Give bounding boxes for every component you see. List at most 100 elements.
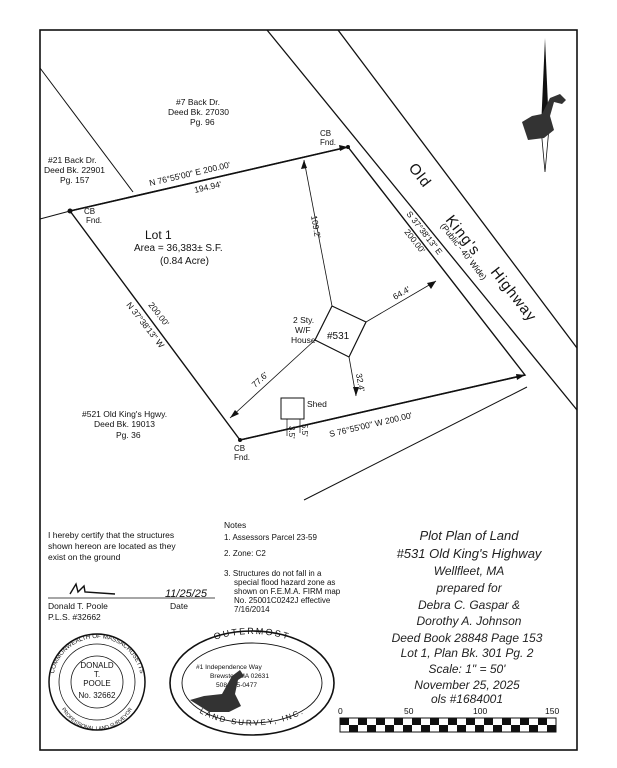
title-line-7: Deed Book 28848 Page 153: [392, 631, 543, 645]
lot-area: Area = 36,383± S.F.: [134, 243, 223, 254]
scale-bar-block: [493, 725, 502, 732]
title-line-6: Dorothy A. Johnson: [417, 614, 522, 628]
title-line-11: ols #1684001: [431, 692, 503, 706]
abutter-north-2: Deed Bk. 27030: [168, 107, 229, 117]
cert-date-label: Date: [170, 601, 188, 611]
abutter-nw-3: Pg. 157: [60, 175, 90, 185]
bound-marker-s: [238, 438, 242, 442]
lot-line-south: [239, 374, 526, 441]
seal-name-3: POOLE: [83, 679, 111, 688]
cert-line-1: I hereby certify that the structures: [48, 530, 174, 540]
arrowhead: [516, 374, 525, 380]
seal-number: No. 32662: [79, 691, 116, 700]
arrowhead: [353, 387, 359, 396]
company-address-1: #1 Independence Way: [196, 664, 262, 671]
title-line-8: Lot 1, Plan Bk. 301 Pg. 2: [401, 646, 534, 660]
abutter-line-west: [39, 210, 71, 220]
scale-bar-block: [376, 718, 385, 725]
title-line-5: Debra C. Gaspar &: [418, 598, 520, 612]
arrowhead: [301, 160, 307, 169]
lot-line-north: [69, 146, 349, 212]
scale-bar-block: [520, 718, 529, 725]
scale-bar-block: [394, 718, 403, 725]
lot-acreage: (0.84 Acre): [160, 256, 209, 267]
abutter-north-3: Pg. 96: [190, 117, 215, 127]
house-label-2: W/F: [295, 325, 311, 335]
scale-bar-block: [340, 718, 349, 725]
title-line-10: November 25, 2025: [414, 678, 520, 692]
cert-date-value: 11/25/25: [165, 588, 208, 600]
scale-tick-150: 150: [545, 706, 559, 716]
road-name-1: Old: [405, 160, 435, 191]
scale-tick-0: 0: [338, 706, 343, 716]
scale-bar-block: [529, 725, 538, 732]
abutter-sw-1: #521 Old King's Hgwy.: [82, 409, 167, 419]
arrowhead: [230, 410, 239, 418]
surveyor-seal: COMMONWEALTH OF MASSACHUSETTS PROFESSION…: [48, 633, 146, 732]
dim-line-west: [229, 339, 316, 419]
scale-tick-100: 100: [473, 706, 487, 716]
notes-heading: Notes: [224, 520, 246, 530]
dim-south-label: 32.4': [354, 373, 367, 393]
north-arrow-icon: [522, 38, 566, 173]
company-logo: OUTERMOST LAND SURVEY, INC. #1 Independe…: [169, 626, 335, 736]
note-2: 2. Zone: C2: [224, 549, 266, 558]
abutter-line-north: [39, 67, 134, 193]
scale-bar-block: [421, 725, 430, 732]
bound-marker-nw: [67, 208, 73, 214]
house-number: #531: [327, 331, 350, 342]
abutter-nw-2: Deed Bk. 22901: [44, 165, 105, 175]
bearing-south: S 76°55'00" W 200.00': [328, 410, 413, 439]
signature: [69, 582, 116, 595]
seal-name-2: T.: [94, 670, 100, 679]
note-3e: 7/16/2014: [234, 605, 270, 614]
scale-bar-block: [439, 725, 448, 732]
house-label-3: House: [291, 335, 316, 345]
drawing-frame: [39, 29, 578, 751]
marker-s-cb: CB: [234, 444, 245, 453]
lot-name: Lot 1: [145, 228, 172, 242]
abutter-nw-1: #21 Back Dr.: [48, 155, 97, 165]
road-edge-west: [266, 29, 578, 411]
arrowhead: [339, 145, 348, 151]
scale-bar-block: [358, 718, 367, 725]
note-3c: shown on F.E.M.A. FIRM map: [234, 587, 341, 596]
abutter-line-southeast: [303, 386, 528, 501]
dim-north-label: 109.2': [309, 215, 323, 240]
marker-ne-fnd: Fnd.: [320, 138, 336, 147]
abutter-north-1: #7 Back Dr.: [176, 97, 220, 107]
note-1: 1. Assessors Parcel 23-59: [224, 533, 317, 542]
scale-bar-block: [457, 725, 466, 732]
shed-label: Shed: [307, 399, 327, 409]
company-name-top: OUTERMOST: [213, 626, 292, 642]
cert-line-2: shown hereon are located as they: [48, 541, 176, 551]
cert-signer: Donald T. Poole: [48, 601, 108, 611]
scale-bar-block: [475, 725, 484, 732]
scale-bar-block: [385, 725, 394, 732]
seal-bottom-text: PROFESSIONAL LAND SURVEYOR: [60, 707, 134, 732]
scale-bar-block: [466, 718, 475, 725]
marker-nw-fnd: Fnd.: [86, 216, 102, 225]
seal-name-1: DONALD: [80, 661, 114, 670]
scale-bar-block: [547, 725, 556, 732]
note-3b: special flood hazard zone as: [234, 578, 335, 587]
scale-bar-block: [502, 718, 511, 725]
shed-offset-right-label: 5.5': [300, 424, 309, 437]
cape-cod-icon: [190, 670, 244, 712]
dim-east-label: 64.4': [391, 284, 412, 302]
house-label-1: 2 Sty.: [293, 315, 314, 325]
abutter-sw-3: Pg. 36: [116, 430, 141, 440]
note-3a: 3. Structures do not fall in a: [224, 569, 322, 578]
title-block: Plot Plan of Land #531 Old King's Highwa…: [392, 528, 543, 706]
dim-line-north: [303, 159, 333, 307]
scale-bar-block: [538, 718, 547, 725]
note-3d: No. 25001C0242J effective: [234, 596, 331, 605]
marker-ne-cb: CB: [320, 129, 331, 138]
arrowhead: [427, 281, 436, 289]
dim-line-east: [365, 280, 437, 323]
scale-bar: 0 50 100 150: [338, 706, 559, 733]
scale-bar-block: [448, 718, 457, 725]
scale-bar-block: [403, 725, 412, 732]
